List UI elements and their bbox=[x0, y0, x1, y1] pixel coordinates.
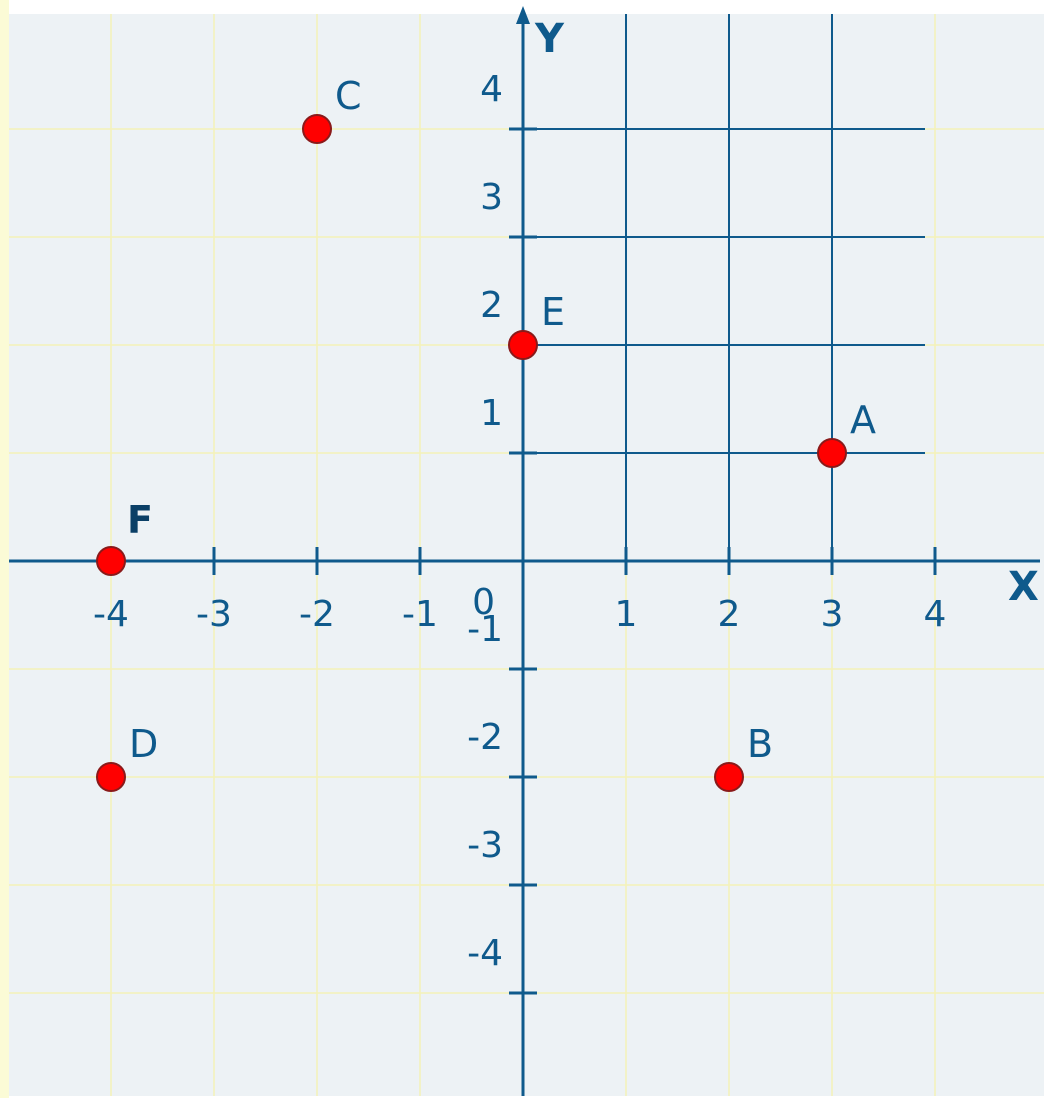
point-e-marker bbox=[508, 330, 538, 360]
x-tick-label: 1 bbox=[615, 594, 638, 635]
x-tick-label: -4 bbox=[93, 594, 129, 635]
y-tick-label: 4 bbox=[480, 69, 503, 110]
point-a-label: A bbox=[850, 398, 876, 442]
x-tick-label: -3 bbox=[196, 594, 232, 635]
y-tick-label: -2 bbox=[467, 717, 503, 758]
point-e-label: E bbox=[541, 290, 565, 334]
x-tick-label: -2 bbox=[299, 594, 335, 635]
x-tick-label: 2 bbox=[718, 594, 741, 635]
points: A B C D E F bbox=[96, 74, 876, 792]
point-a-marker bbox=[817, 438, 847, 468]
y-tick-label: 2 bbox=[480, 285, 503, 326]
y-tick-label: -1 bbox=[467, 609, 503, 650]
x-tick-label: -1 bbox=[402, 594, 438, 635]
point-f-marker bbox=[96, 546, 126, 576]
left-decor-strip bbox=[0, 0, 9, 1098]
point-b-marker bbox=[714, 762, 744, 792]
point-d-marker bbox=[96, 762, 126, 792]
origin-label: 0 bbox=[472, 582, 495, 623]
point-c-marker bbox=[302, 114, 332, 144]
tick-marks bbox=[109, 127, 937, 995]
point-f-label: F bbox=[127, 498, 153, 542]
y-tick-label: -3 bbox=[467, 825, 503, 866]
x-tick-label: 3 bbox=[821, 594, 844, 635]
point-c-label: C bbox=[335, 74, 362, 118]
axes: YX bbox=[9, 6, 1040, 1096]
y-axis-name: Y bbox=[534, 16, 565, 62]
plot-background bbox=[9, 14, 1044, 1096]
y-axis-arrow bbox=[516, 6, 530, 24]
y-tick-label: 1 bbox=[480, 393, 503, 434]
y-tick-label: 3 bbox=[480, 177, 503, 218]
tick-labels: -4 -3 -2 -1 1 2 3 4 4 3 2 1 -1 -2 -3 -4 0 bbox=[93, 69, 946, 974]
x-axis-name: X bbox=[1008, 564, 1039, 610]
y-tick-label: -4 bbox=[467, 933, 503, 974]
first-quadrant-grid bbox=[523, 14, 925, 561]
point-d-label: D bbox=[129, 722, 158, 766]
x-tick-label: 4 bbox=[924, 594, 947, 635]
point-b-label: B bbox=[747, 722, 773, 766]
